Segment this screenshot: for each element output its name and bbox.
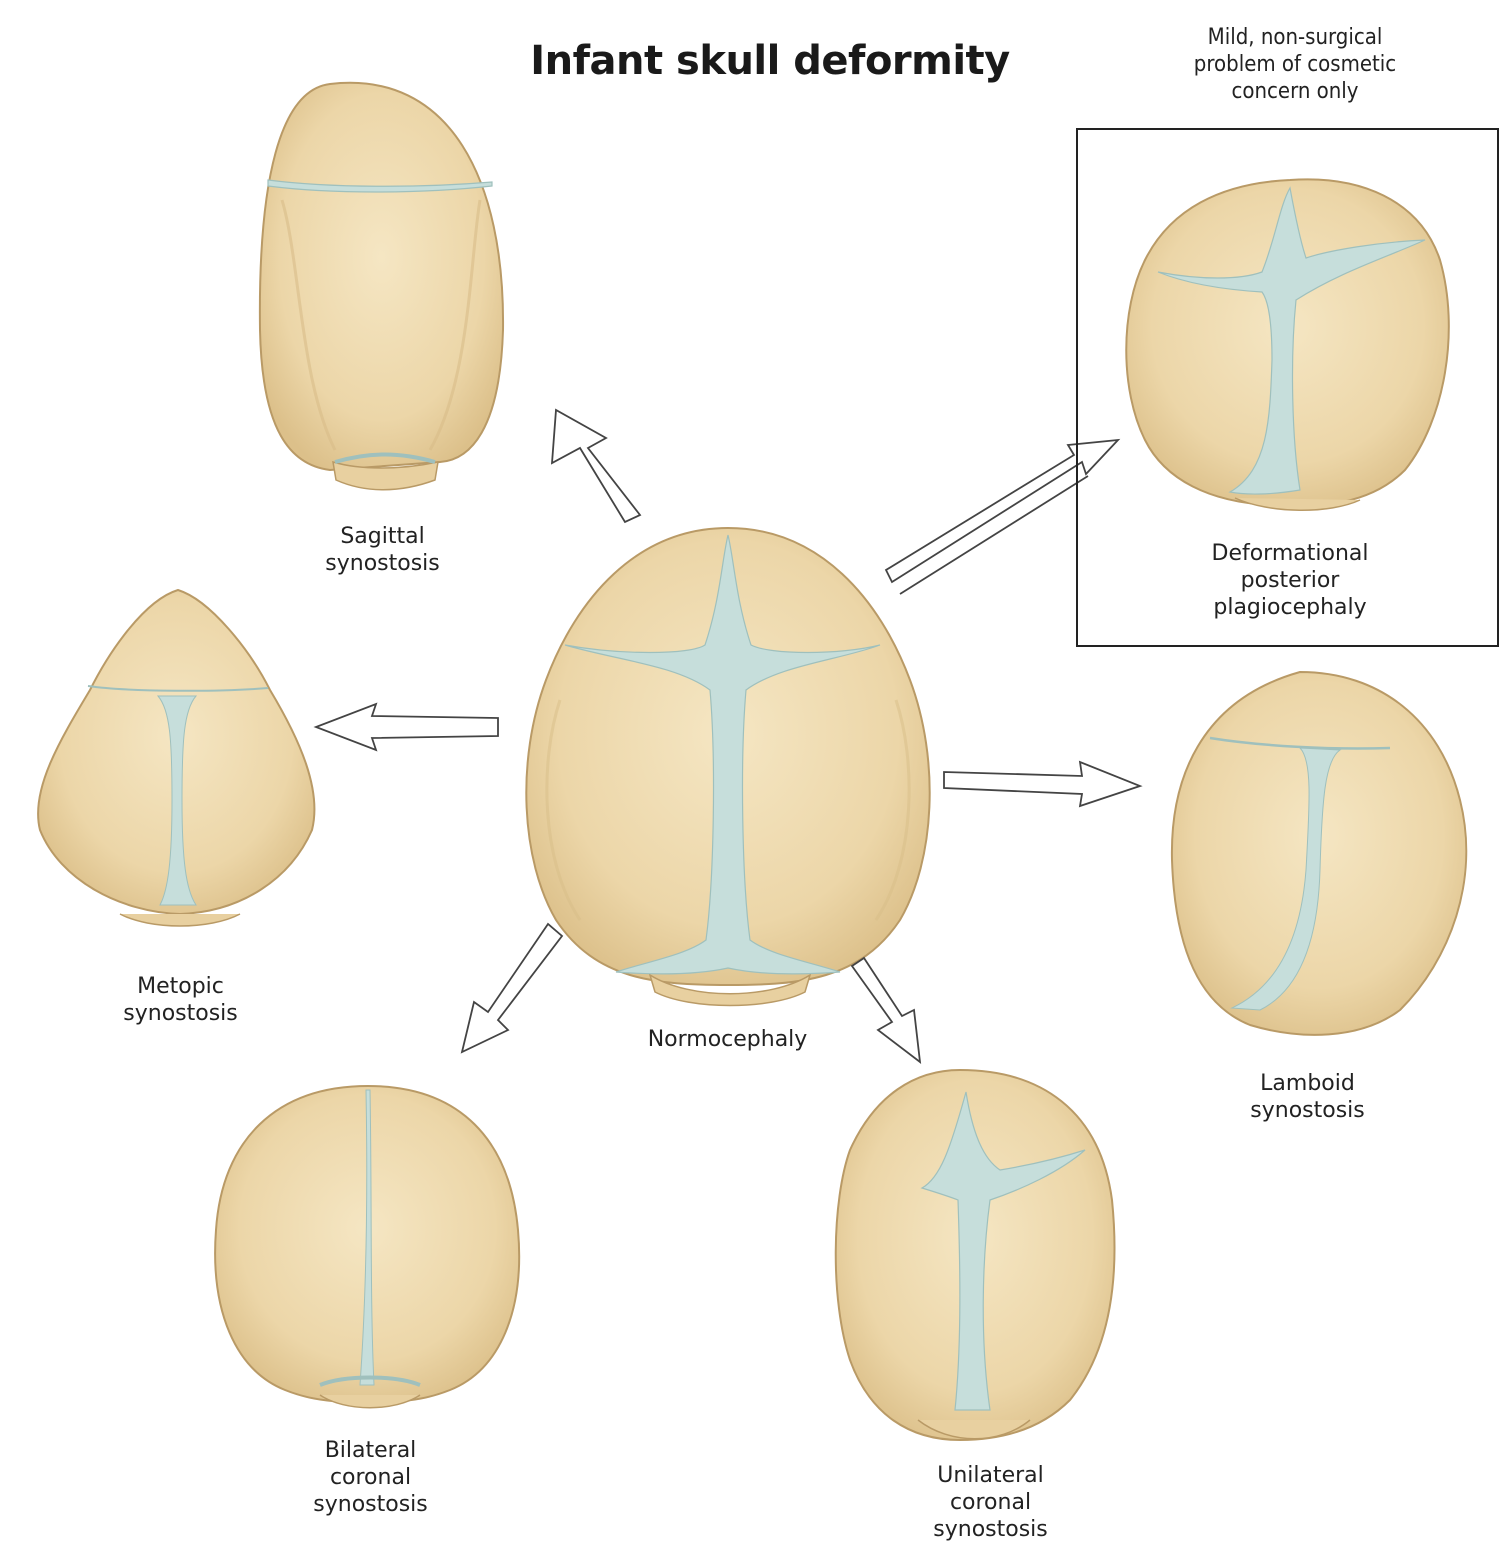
skull-metopic xyxy=(38,590,314,926)
skull-lamboid xyxy=(1172,672,1466,1035)
label-unilateral-coronal: Unilateral coronal synostosis xyxy=(908,1462,1073,1543)
label-deformational: Deformational posterior plagiocephaly xyxy=(1185,540,1395,621)
skull-sagittal xyxy=(260,83,503,490)
label-bilateral-coronal: Bilateral coronal synostosis xyxy=(288,1437,453,1518)
arrow-to-bilateral-coronal xyxy=(462,924,562,1052)
arrow-to-sagittal xyxy=(552,410,640,522)
label-lamboid: Lamboid synostosis xyxy=(1225,1070,1390,1124)
arrow-to-unilateral-coronal xyxy=(852,958,920,1062)
label-metopic: Metopic synostosis xyxy=(98,973,263,1027)
arrow-to-metopic xyxy=(316,704,498,750)
skull-normocephaly xyxy=(526,528,929,1006)
label-sagittal: Sagittal synostosis xyxy=(300,523,465,577)
arrow-to-lamboid xyxy=(944,762,1140,806)
label-normocephaly: Normocephaly xyxy=(620,1026,835,1053)
cosmetic-note: Mild, non-surgical problem of cosmetic c… xyxy=(1160,24,1430,105)
skull-unilateral-coronal xyxy=(836,1070,1115,1440)
skull-bilateral-coronal xyxy=(215,1086,519,1408)
